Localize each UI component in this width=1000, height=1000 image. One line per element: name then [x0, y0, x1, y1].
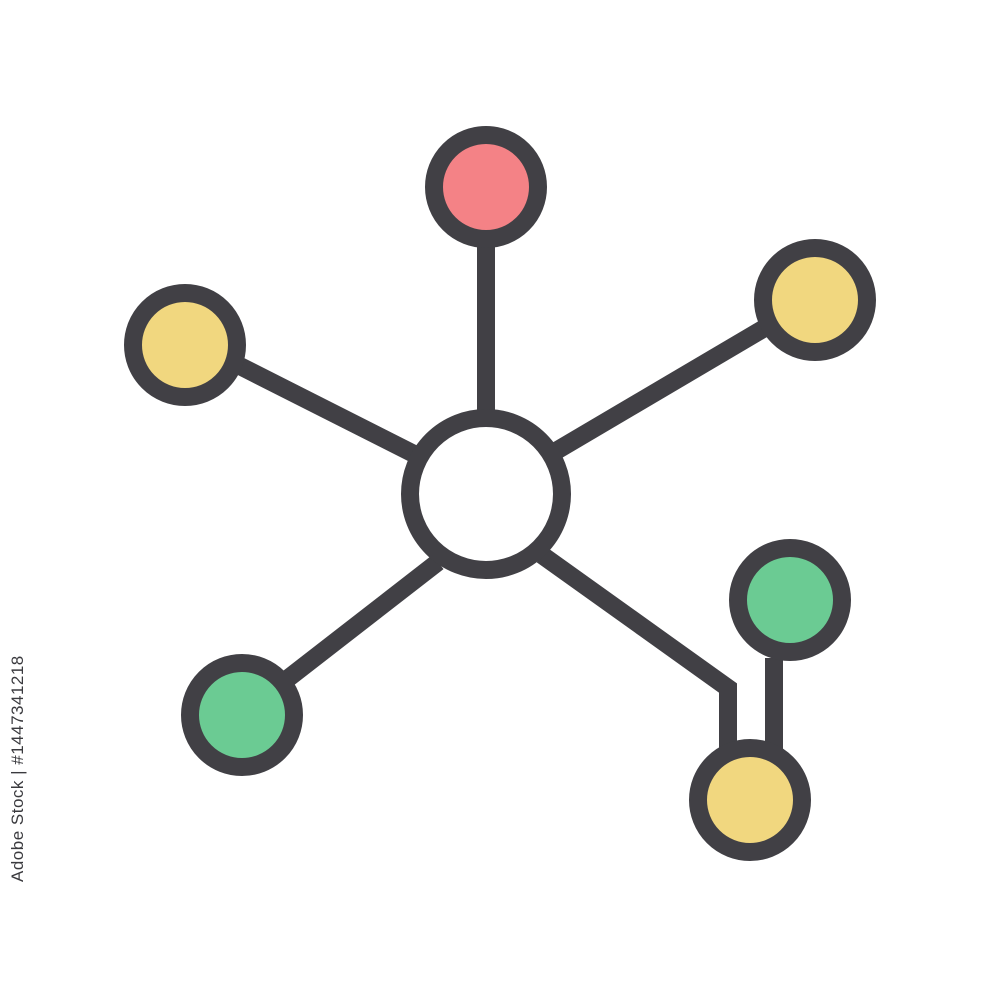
stock-id-label: Adobe Stock | #1447341218	[8, 655, 27, 882]
connector-line-right	[551, 318, 773, 459]
node-bottom-left-green	[181, 654, 303, 776]
connector-line-bottom-left	[280, 554, 444, 688]
connector-line-bottom-right	[536, 547, 737, 750]
node-top-red	[425, 126, 547, 248]
connector-line-left	[227, 353, 421, 464]
node-left-yellow	[124, 284, 246, 406]
node-right-yellow	[754, 239, 876, 361]
node-bottom-right-yellow	[689, 739, 811, 861]
node-right-green	[729, 539, 851, 661]
hub-node	[401, 409, 571, 579]
